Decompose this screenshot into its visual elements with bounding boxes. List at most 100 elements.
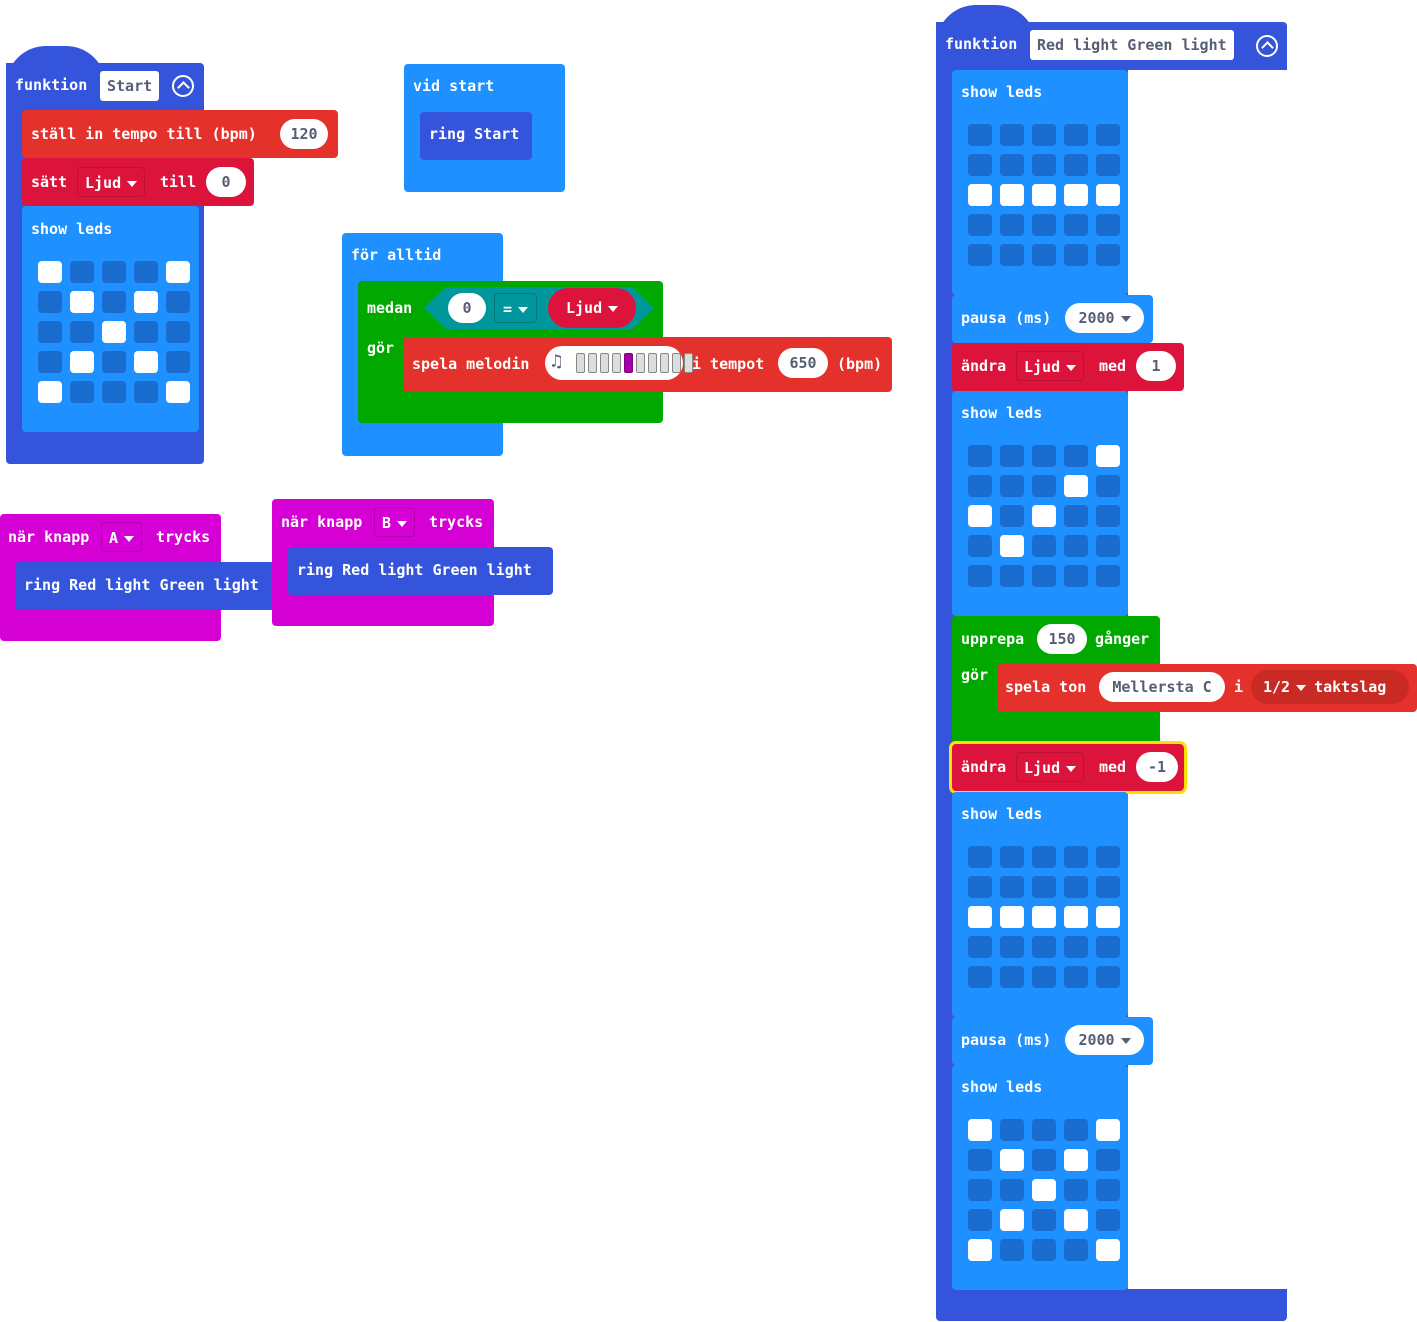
led-off[interactable]	[1096, 846, 1120, 868]
led-off[interactable]	[1064, 846, 1088, 868]
led-off[interactable]	[166, 351, 190, 373]
led-off[interactable]	[1000, 505, 1024, 527]
led-off[interactable]	[102, 351, 126, 373]
led-off[interactable]	[1000, 1119, 1024, 1141]
led-off[interactable]	[1064, 124, 1088, 146]
led-on[interactable]	[1064, 475, 1088, 497]
led-off[interactable]	[1096, 876, 1120, 898]
led-off[interactable]	[968, 1149, 992, 1171]
call-rlgl-block[interactable]	[15, 562, 280, 610]
led-off[interactable]	[1064, 876, 1088, 898]
led-off[interactable]	[1064, 244, 1088, 266]
led-off[interactable]	[968, 876, 992, 898]
led-on[interactable]	[968, 906, 992, 928]
led-off[interactable]	[968, 966, 992, 988]
led-off[interactable]	[1032, 244, 1056, 266]
led-off[interactable]	[1000, 475, 1024, 497]
led-off[interactable]	[1032, 214, 1056, 236]
led-on[interactable]	[134, 291, 158, 313]
led-on[interactable]	[1032, 505, 1056, 527]
pause-input[interactable]: 2000	[1065, 1025, 1144, 1055]
led-off[interactable]	[1064, 966, 1088, 988]
led-off[interactable]	[1032, 1239, 1056, 1261]
led-off[interactable]	[1064, 1239, 1088, 1261]
led-off[interactable]	[1000, 1239, 1024, 1261]
led-off[interactable]	[1096, 154, 1120, 176]
led-on[interactable]	[1096, 906, 1120, 928]
led-off[interactable]	[968, 535, 992, 557]
led-off[interactable]	[38, 321, 62, 343]
led-off[interactable]	[968, 244, 992, 266]
led-on[interactable]	[1064, 1149, 1088, 1171]
led-off[interactable]	[1032, 475, 1056, 497]
led-off[interactable]	[1032, 124, 1056, 146]
led-on[interactable]	[1064, 906, 1088, 928]
led-off[interactable]	[1032, 846, 1056, 868]
led-on[interactable]	[1032, 1179, 1056, 1201]
led-off[interactable]	[1064, 505, 1088, 527]
led-on[interactable]	[968, 505, 992, 527]
led-off[interactable]	[1000, 876, 1024, 898]
led-off[interactable]	[38, 291, 62, 313]
led-off[interactable]	[1032, 154, 1056, 176]
led-off[interactable]	[968, 1179, 992, 1201]
led-off[interactable]	[1032, 1119, 1056, 1141]
led-off[interactable]	[70, 321, 94, 343]
variable-dropdown[interactable]: Ljud	[1016, 752, 1085, 782]
led-grid[interactable]	[968, 846, 1120, 988]
function-name-field[interactable]: Start	[100, 71, 160, 101]
led-off[interactable]	[1000, 1179, 1024, 1201]
led-on[interactable]	[1032, 184, 1056, 206]
led-on[interactable]	[1000, 906, 1024, 928]
led-off[interactable]	[1096, 244, 1120, 266]
led-on[interactable]	[166, 261, 190, 283]
function-name-field[interactable]: Red light Green light	[1030, 30, 1234, 60]
led-off[interactable]	[968, 214, 992, 236]
led-off[interactable]	[968, 475, 992, 497]
collapse-icon[interactable]	[1256, 35, 1278, 57]
led-off[interactable]	[1032, 535, 1056, 557]
led-off[interactable]	[1032, 445, 1056, 467]
led-off[interactable]	[1032, 1209, 1056, 1231]
led-off[interactable]	[1032, 876, 1056, 898]
led-on[interactable]	[1000, 535, 1024, 557]
led-off[interactable]	[1032, 966, 1056, 988]
led-off[interactable]	[70, 261, 94, 283]
compare-op-dropdown[interactable]: =	[494, 293, 538, 323]
led-grid[interactable]	[968, 124, 1120, 266]
led-off[interactable]	[1032, 936, 1056, 958]
led-off[interactable]	[968, 565, 992, 587]
led-off[interactable]	[1000, 565, 1024, 587]
led-off[interactable]	[1064, 535, 1088, 557]
pause-input[interactable]: 2000	[1065, 303, 1144, 333]
repeat-count-input[interactable]: 150	[1037, 624, 1087, 654]
led-on[interactable]	[1096, 184, 1120, 206]
led-off[interactable]	[1064, 154, 1088, 176]
led-off[interactable]	[1032, 565, 1056, 587]
led-off[interactable]	[968, 154, 992, 176]
led-off[interactable]	[1064, 1179, 1088, 1201]
led-off[interactable]	[1000, 846, 1024, 868]
led-off[interactable]	[134, 261, 158, 283]
change-value-input[interactable]: -1	[1136, 752, 1178, 782]
led-off[interactable]	[166, 291, 190, 313]
led-off[interactable]	[1064, 1119, 1088, 1141]
led-on[interactable]	[1000, 184, 1024, 206]
led-off[interactable]	[70, 381, 94, 403]
led-off[interactable]	[1000, 214, 1024, 236]
led-off[interactable]	[1096, 214, 1120, 236]
led-on[interactable]	[38, 381, 62, 403]
led-off[interactable]	[1064, 565, 1088, 587]
led-on[interactable]	[1096, 1239, 1120, 1261]
led-off[interactable]	[38, 351, 62, 373]
compare-left-input[interactable]: 0	[448, 293, 486, 323]
led-off[interactable]	[1096, 1179, 1120, 1201]
led-on[interactable]	[134, 351, 158, 373]
led-off[interactable]	[102, 261, 126, 283]
led-off[interactable]	[1096, 966, 1120, 988]
led-on[interactable]	[166, 381, 190, 403]
collapse-icon[interactable]	[172, 75, 194, 97]
led-on[interactable]	[1064, 184, 1088, 206]
led-grid[interactable]	[38, 261, 190, 403]
led-off[interactable]	[166, 321, 190, 343]
